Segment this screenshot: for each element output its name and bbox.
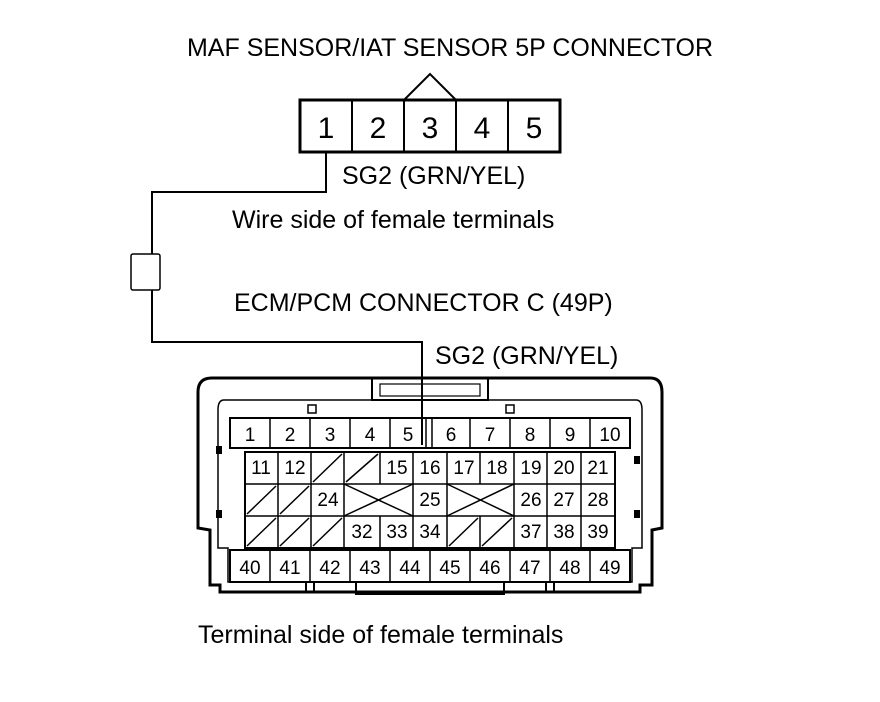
sg2-wire-lower xyxy=(151,290,423,445)
ecm-pin-1: 1 xyxy=(245,425,256,446)
ecm-pin-7: 7 xyxy=(485,425,496,446)
maf-pin-1: 1 xyxy=(318,112,335,145)
ecm-pin-44: 44 xyxy=(399,558,421,579)
ecm-pin-26: 26 xyxy=(520,490,541,511)
maf-side-label: Wire side of female terminals xyxy=(232,206,554,234)
ecm-pin-16: 16 xyxy=(419,458,440,479)
ecm-pin-20: 20 xyxy=(553,458,574,479)
ecm-pin-21: 21 xyxy=(587,458,608,479)
maf-pin-3: 3 xyxy=(422,112,439,145)
ecm-pin-4: 4 xyxy=(365,425,376,446)
ecm-pin-9: 9 xyxy=(565,425,576,446)
ecm-pin-24: 24 xyxy=(317,490,339,511)
latch-right-top xyxy=(634,456,640,464)
ecm-pin-11: 11 xyxy=(251,458,271,479)
latch-left-top xyxy=(216,446,222,454)
ecm-pin-25: 25 xyxy=(419,490,440,511)
ecm-pin-8: 8 xyxy=(525,425,536,446)
ecm-pin-18: 18 xyxy=(486,458,507,479)
ecm-pin-41: 41 xyxy=(279,558,300,579)
maf-connector: 1 2 3 4 5 xyxy=(298,72,562,154)
ecm-pin-12: 12 xyxy=(284,458,305,479)
ecm-pin-37: 37 xyxy=(520,522,541,543)
ecm-pin-40: 40 xyxy=(239,558,260,579)
ecm-pin-34: 34 xyxy=(419,522,441,543)
ecm-pin-6: 6 xyxy=(446,425,457,446)
ecm-side-label: Terminal side of female terminals xyxy=(198,621,563,649)
ecm-connector-title: ECM/PCM CONNECTOR C (49P) xyxy=(234,289,613,317)
latch-right-bottom xyxy=(634,510,640,518)
ecm-pin-19: 19 xyxy=(520,458,541,479)
ecm-pin-46: 46 xyxy=(479,558,500,579)
ecm-pin-28: 28 xyxy=(587,490,608,511)
ecm-pin-42: 42 xyxy=(319,558,340,579)
maf-pin-5: 5 xyxy=(526,112,543,145)
maf-connector-body xyxy=(298,98,562,154)
ecm-connector-lock xyxy=(371,377,489,401)
ecm-pin-48: 48 xyxy=(559,558,580,579)
ecm-pin-45: 45 xyxy=(439,558,460,579)
ecm-pin-38: 38 xyxy=(553,522,574,543)
ecm-pin-15: 15 xyxy=(386,458,407,479)
ecm-pin-32: 32 xyxy=(351,522,372,543)
maf-connector-key-tab xyxy=(401,72,459,101)
latch-left-bottom xyxy=(216,510,222,518)
ecm-connector-inner-frame xyxy=(217,399,643,583)
maf-pin-2: 2 xyxy=(370,112,387,145)
ecm-pin-39: 39 xyxy=(587,522,608,543)
ecm-pin-27: 27 xyxy=(553,490,574,511)
ecm-wire-label: SG2 (GRN/YEL) xyxy=(435,342,618,370)
ecm-pin-2: 2 xyxy=(285,425,296,446)
ecm-pin-10: 10 xyxy=(599,425,620,446)
maf-wire-label: SG2 (GRN/YEL) xyxy=(342,162,525,190)
ecm-pin-43: 43 xyxy=(359,558,380,579)
sg2-wire-upper xyxy=(151,152,327,254)
maf-connector-title: MAF SENSOR/IAT SENSOR 5P CONNECTOR xyxy=(187,34,713,62)
ecm-connector: 1 2 3 4 5 6 7 8 9 10 11 12 15 16 17 18 1… xyxy=(196,376,664,595)
maf-pin-4: 4 xyxy=(474,112,491,145)
ecm-pin-47: 47 xyxy=(519,558,540,579)
ecm-pin-17: 17 xyxy=(453,458,474,479)
ecm-pin-33: 33 xyxy=(386,522,407,543)
ecm-connector-shell xyxy=(196,376,664,594)
ecm-pin-49: 49 xyxy=(599,558,620,579)
ecm-pin-3: 3 xyxy=(325,425,336,446)
ecm-pin-5: 5 xyxy=(403,425,414,446)
wire-connector-junction xyxy=(130,253,161,291)
